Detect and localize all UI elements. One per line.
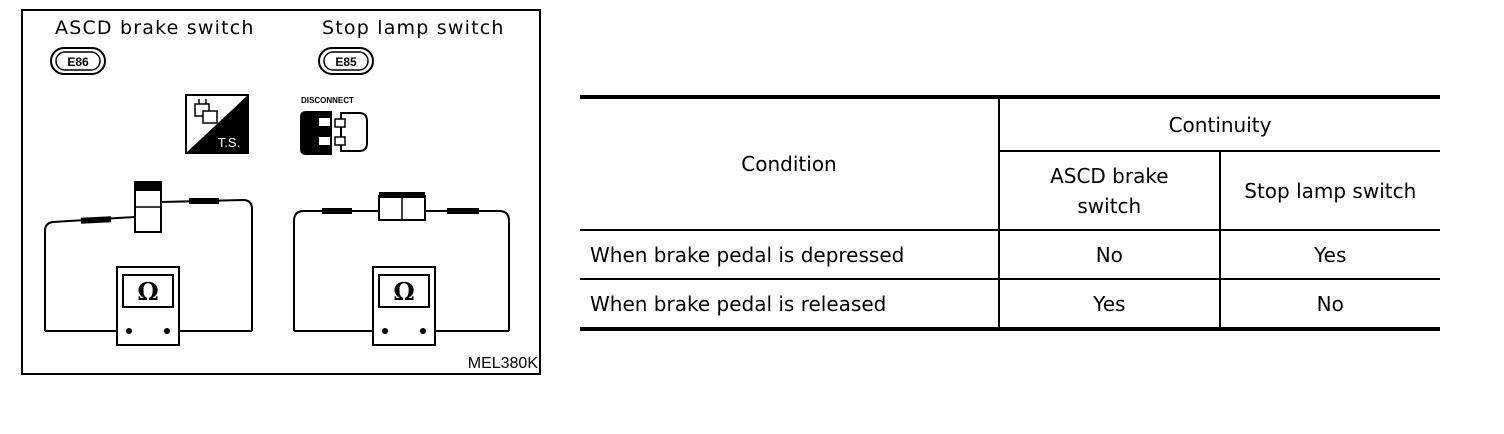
reference-code: MEL380K: [468, 355, 539, 372]
ohmmeter-right: Ω: [372, 266, 436, 346]
ascd-header-line2: switch: [1077, 193, 1142, 218]
disconnect-label: DISCONNECT: [301, 96, 354, 105]
connector-badge-e85: E85: [318, 47, 374, 75]
row-ascd-value: No: [999, 230, 1221, 280]
ohm-symbol-left: Ω: [137, 277, 158, 306]
row-condition: When brake pedal is depressed: [580, 230, 1001, 280]
circuit-diagram-panel: ASCD brake switch Stop lamp switch E86 E…: [21, 9, 541, 375]
table-row: When brake pedal is depressed No Yes: [580, 230, 1440, 280]
stop-lamp-switch-label: Stop lamp switch: [322, 17, 505, 39]
row-stop-value: No: [1316, 291, 1344, 316]
circuit-diagram: ASCD brake switch Stop lamp switch E86 E…: [44, 17, 539, 372]
ts-label: T.S.: [218, 135, 240, 150]
connector-badge-e86: E86: [50, 47, 106, 75]
table-header-row: Condition Continuity: [580, 97, 1440, 231]
row-ascd-value: Yes: [999, 279, 1221, 329]
ascd-header-line1: ASCD brake: [1050, 163, 1169, 188]
ohm-symbol-right: Ω: [393, 277, 414, 306]
row-stop-value: Yes: [1219, 230, 1440, 280]
disconnect-icon: DISCONNECT: [300, 96, 368, 155]
connector-code-e86: E86: [67, 55, 89, 69]
row-condition: When brake pedal is released: [580, 279, 1001, 329]
continuity-header: Continuity: [999, 97, 1440, 152]
condition-header: Condition: [580, 97, 1001, 231]
stop-lamp-switch-circuit: Ω: [293, 192, 510, 346]
ascd-switch-circuit: Ω: [44, 181, 253, 346]
connector-code-e85: E85: [335, 55, 357, 69]
stop-lamp-switch-connector: [378, 192, 426, 221]
table-subheader-row: ASCD brake switch Stop lamp switch: [580, 151, 1440, 231]
ascd-brake-switch-label: ASCD brake switch: [55, 17, 255, 39]
ohmmeter-left: Ω: [116, 266, 180, 346]
table-row: When brake pedal is released Yes No: [580, 279, 1440, 329]
ascd-switch-connector: [134, 181, 162, 233]
stop-lamp-switch-header: Stop lamp switch: [1219, 151, 1440, 231]
continuity-table: Condition Continuity ASCD brake switch S…: [580, 95, 1440, 331]
terminal-side-icon: T.S.: [185, 94, 249, 154]
ascd-brake-switch-header: ASCD brake switch: [999, 151, 1221, 231]
